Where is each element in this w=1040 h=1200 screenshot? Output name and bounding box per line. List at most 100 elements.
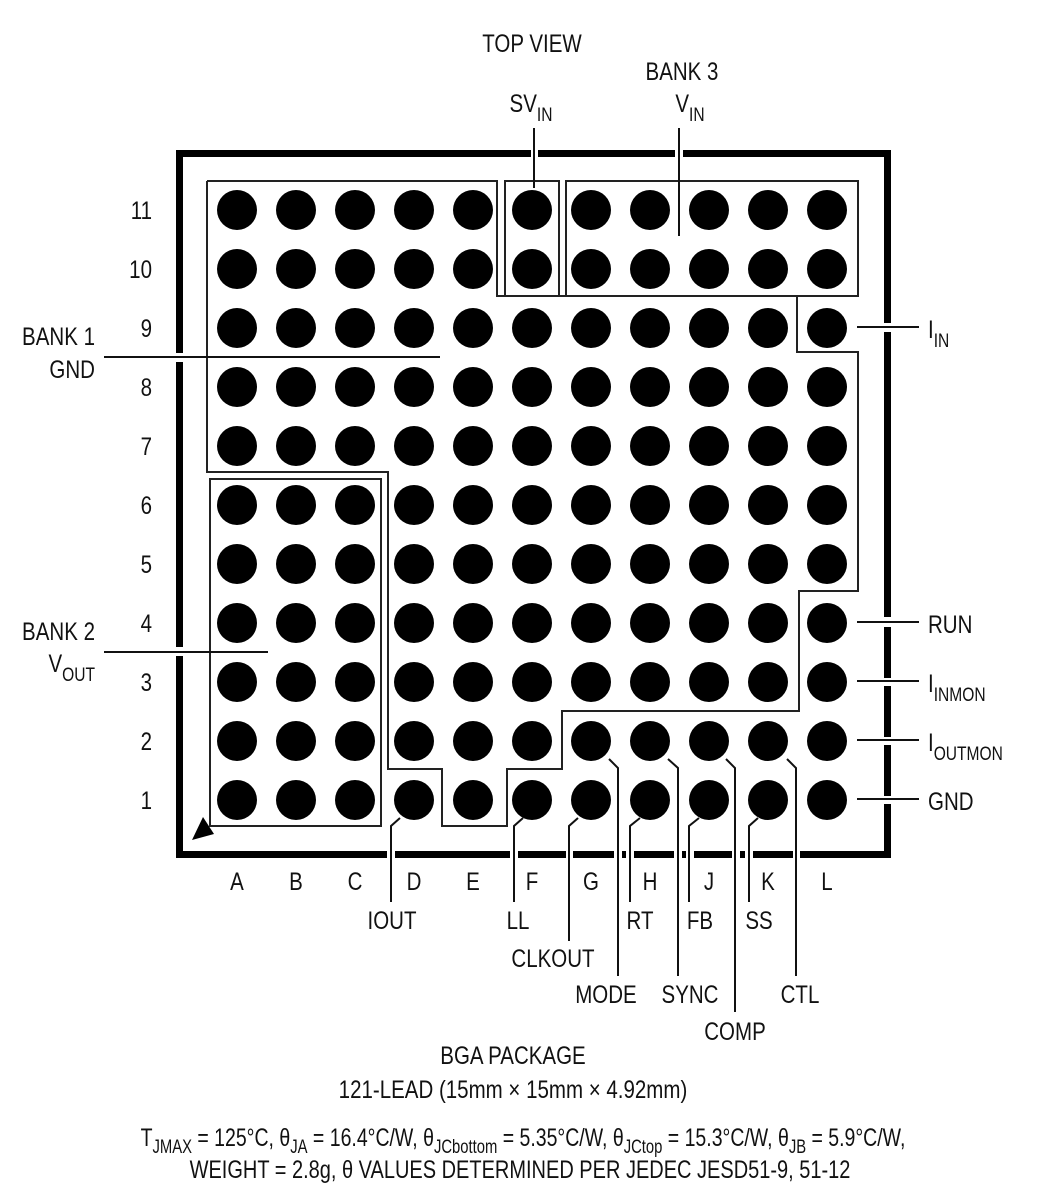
column-label-E: E bbox=[466, 867, 480, 895]
ball-H11 bbox=[630, 190, 670, 230]
ball-E1 bbox=[453, 780, 493, 820]
pin-label-fb: FB bbox=[687, 906, 713, 934]
ball-J11 bbox=[689, 190, 729, 230]
ball-E3 bbox=[453, 662, 493, 702]
ball-K2 bbox=[748, 721, 788, 761]
bank1-label-line1: BANK 1 bbox=[22, 322, 95, 350]
ball-L6 bbox=[807, 485, 847, 525]
pin-label-iinmon: IINMON bbox=[928, 669, 986, 705]
column-label-B: B bbox=[289, 867, 303, 895]
ball-D9 bbox=[394, 308, 434, 348]
row-label-6: 6 bbox=[141, 491, 152, 519]
ball-A5 bbox=[217, 544, 257, 584]
ball-L4 bbox=[807, 603, 847, 643]
ball-H2 bbox=[630, 721, 670, 761]
package-name: BGA PACKAGE bbox=[440, 1041, 585, 1069]
ball-K9 bbox=[748, 308, 788, 348]
row-label-7: 7 bbox=[141, 432, 152, 460]
ball-K1 bbox=[748, 780, 788, 820]
bank3-label-vin: VIN bbox=[675, 89, 704, 125]
ball-E6 bbox=[453, 485, 493, 525]
ball-A2 bbox=[217, 721, 257, 761]
row-label-8: 8 bbox=[141, 373, 152, 401]
pin-label-comp: COMP bbox=[704, 1017, 766, 1045]
ball-D1 bbox=[394, 780, 434, 820]
ball-G9 bbox=[571, 308, 611, 348]
ball-C9 bbox=[335, 308, 375, 348]
ball-C1 bbox=[335, 780, 375, 820]
ball-G8 bbox=[571, 367, 611, 407]
ball-J4 bbox=[689, 603, 729, 643]
ball-K8 bbox=[748, 367, 788, 407]
ball-K5 bbox=[748, 544, 788, 584]
ball-L2 bbox=[807, 721, 847, 761]
row-label-3: 3 bbox=[141, 668, 152, 696]
ball-H5 bbox=[630, 544, 670, 584]
column-label-G: G bbox=[583, 867, 599, 895]
ball-F7 bbox=[512, 426, 552, 466]
row-label-11: 11 bbox=[131, 196, 152, 224]
ball-K11 bbox=[748, 190, 788, 230]
ball-D3 bbox=[394, 662, 434, 702]
pin1-marker-icon bbox=[192, 817, 214, 840]
bank2-label-line1: BANK 2 bbox=[22, 617, 95, 645]
ball-J1 bbox=[689, 780, 729, 820]
ball-H8 bbox=[630, 367, 670, 407]
ball-L10 bbox=[807, 249, 847, 289]
row-label-9: 9 bbox=[141, 314, 152, 342]
ball-B6 bbox=[276, 485, 316, 525]
ball-D11 bbox=[394, 190, 434, 230]
pin-label-iin: IIN bbox=[928, 315, 949, 351]
ball-K7 bbox=[748, 426, 788, 466]
svin-label: SVIN bbox=[510, 89, 553, 125]
ball-A1 bbox=[217, 780, 257, 820]
ball-F3 bbox=[512, 662, 552, 702]
ball-D7 bbox=[394, 426, 434, 466]
ball-J2 bbox=[689, 721, 729, 761]
ball-G10 bbox=[571, 249, 611, 289]
ball-G3 bbox=[571, 662, 611, 702]
ball-H4 bbox=[630, 603, 670, 643]
ball-C2 bbox=[335, 721, 375, 761]
ball-D2 bbox=[394, 721, 434, 761]
ball-G7 bbox=[571, 426, 611, 466]
ball-L7 bbox=[807, 426, 847, 466]
ball-F6 bbox=[512, 485, 552, 525]
ball-G6 bbox=[571, 485, 611, 525]
column-label-D: D bbox=[407, 867, 422, 895]
ball-G2 bbox=[571, 721, 611, 761]
ball-J10 bbox=[689, 249, 729, 289]
pin-label-ctl: CTL bbox=[781, 980, 820, 1008]
column-label-C: C bbox=[348, 867, 363, 895]
ball-E9 bbox=[453, 308, 493, 348]
pin-label-iout: IOUT bbox=[368, 906, 417, 934]
bank3-outline bbox=[565, 180, 859, 297]
ball-K3 bbox=[748, 662, 788, 702]
ball-A4 bbox=[217, 603, 257, 643]
pin-label-ioutmon: IOUTMON bbox=[928, 728, 1003, 764]
pin-label-ss: SS bbox=[745, 906, 772, 934]
ball-G5 bbox=[571, 544, 611, 584]
ball-G1 bbox=[571, 780, 611, 820]
package-outline bbox=[176, 150, 891, 858]
ball-H7 bbox=[630, 426, 670, 466]
ball-B4 bbox=[276, 603, 316, 643]
ball-C7 bbox=[335, 426, 375, 466]
ball-K4 bbox=[748, 603, 788, 643]
pin-label-clkout: CLKOUT bbox=[511, 944, 594, 972]
ball-D4 bbox=[394, 603, 434, 643]
ball-L1 bbox=[807, 780, 847, 820]
svin-outline bbox=[504, 180, 560, 297]
ball-D8 bbox=[394, 367, 434, 407]
pin-label-run: RUN bbox=[928, 610, 972, 638]
column-label-A: A bbox=[230, 867, 244, 895]
ball-C4 bbox=[335, 603, 375, 643]
ball-A6 bbox=[217, 485, 257, 525]
ball-B10 bbox=[276, 249, 316, 289]
bank3-label-line1: BANK 3 bbox=[646, 57, 719, 85]
ball-F2 bbox=[512, 721, 552, 761]
ball-B3 bbox=[276, 662, 316, 702]
